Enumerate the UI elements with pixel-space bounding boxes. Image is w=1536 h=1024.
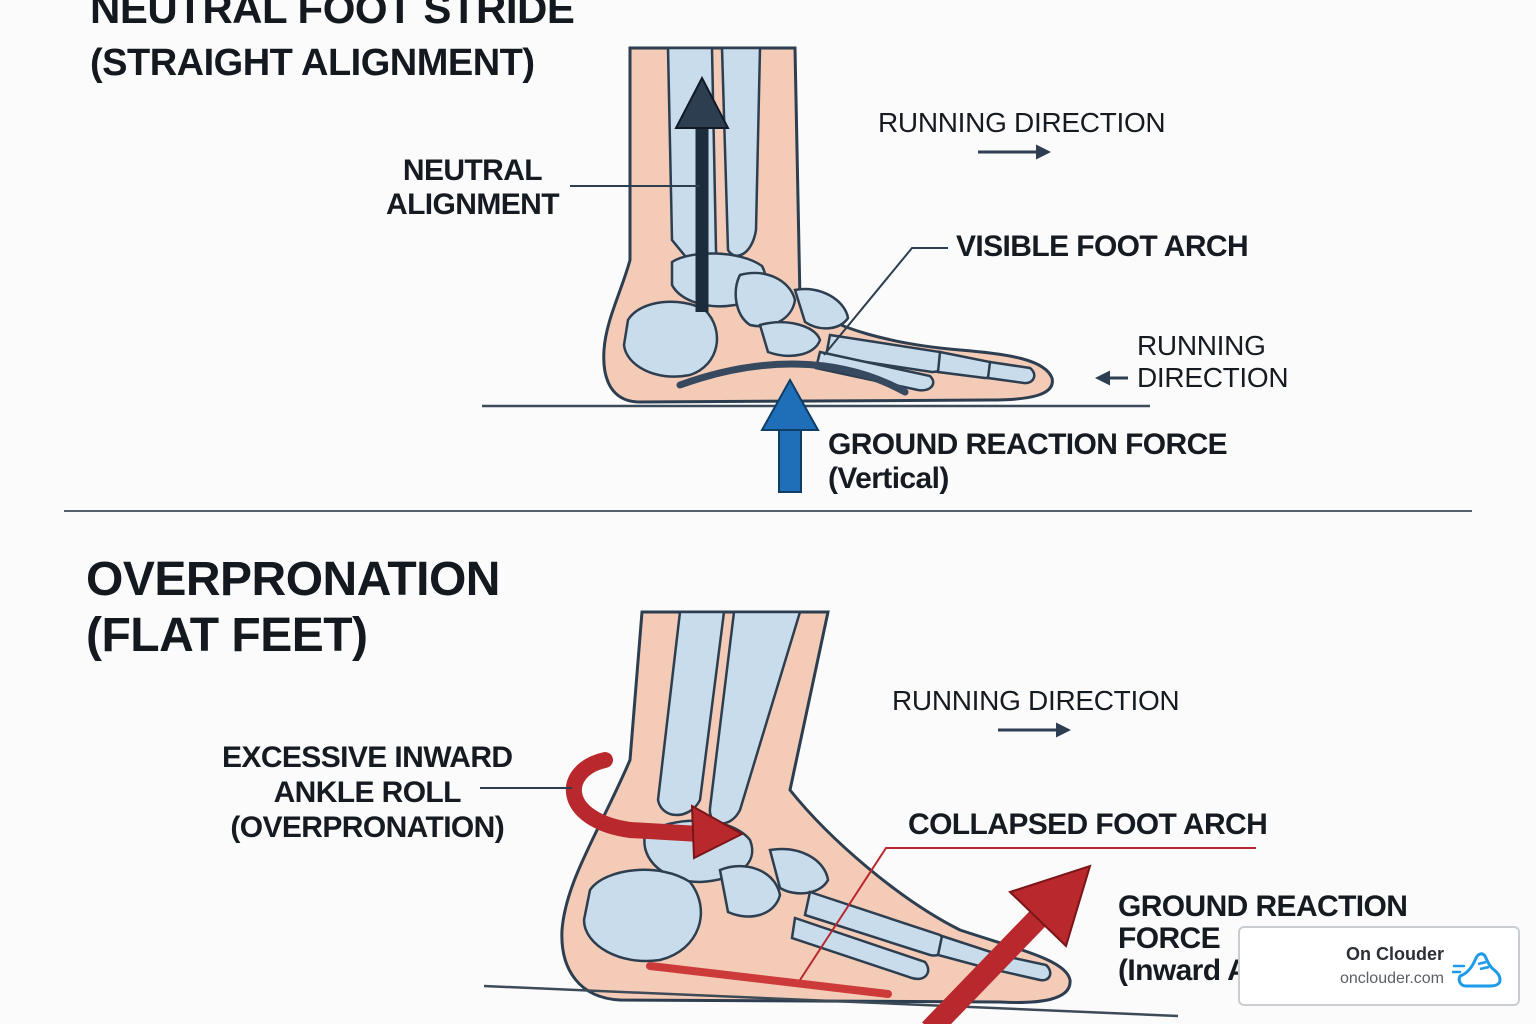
- visible-arch-label: VISIBLE FOOT ARCH: [956, 230, 1249, 263]
- watermark-url: onclouder.com: [1339, 970, 1444, 987]
- vertical-force-arrow: [760, 377, 820, 493]
- running-direction-label-side: RUNNING DIRECTION: [1137, 330, 1289, 393]
- overpronation-subtitle: (FLAT FEET): [86, 609, 368, 662]
- overpronation-foot-illustration: [560, 610, 1072, 1004]
- neutral-alignment-label: NEUTRAL ALIGNMENT: [386, 154, 560, 221]
- grf-inward-label-2: FORCE: [1118, 922, 1221, 955]
- ankle-roll-label: EXCESSIVE INWARD ANKLE ROLL (OVERPRONATI…: [222, 741, 513, 844]
- grf-inward-label-3: (Inward A: [1118, 954, 1249, 987]
- inward-force-arrow: [922, 864, 1092, 1024]
- grf-vertical-sublabel: (Vertical): [828, 462, 949, 495]
- watermark-badge[interactable]: On Clouder onclouder.com: [1238, 926, 1520, 1006]
- neutral-subtitle: (STRAIGHT ALIGNMENT): [90, 42, 535, 84]
- running-direction-label-top: RUNNING DIRECTION: [878, 107, 1166, 138]
- watermark-name: On Clouder: [1346, 944, 1444, 964]
- visible-arch-line: [676, 360, 909, 396]
- neutral-title: NEUTRAL FOOT STRIDE: [90, 0, 575, 32]
- running-direction-label-bottom: RUNNING DIRECTION: [892, 685, 1180, 716]
- neutral-foot-illustration: [602, 46, 1054, 404]
- collapsed-arch-label: COLLAPSED FOOT ARCH: [908, 808, 1268, 841]
- grf-vertical-label: GROUND REACTION FORCE: [828, 428, 1228, 461]
- overpronation-title: OVERPRONATION: [86, 553, 500, 606]
- running-shoe-icon: [1452, 952, 1502, 988]
- grf-inward-label: GROUND REACTION: [1118, 890, 1408, 923]
- collapsed-arch-line: [646, 962, 892, 998]
